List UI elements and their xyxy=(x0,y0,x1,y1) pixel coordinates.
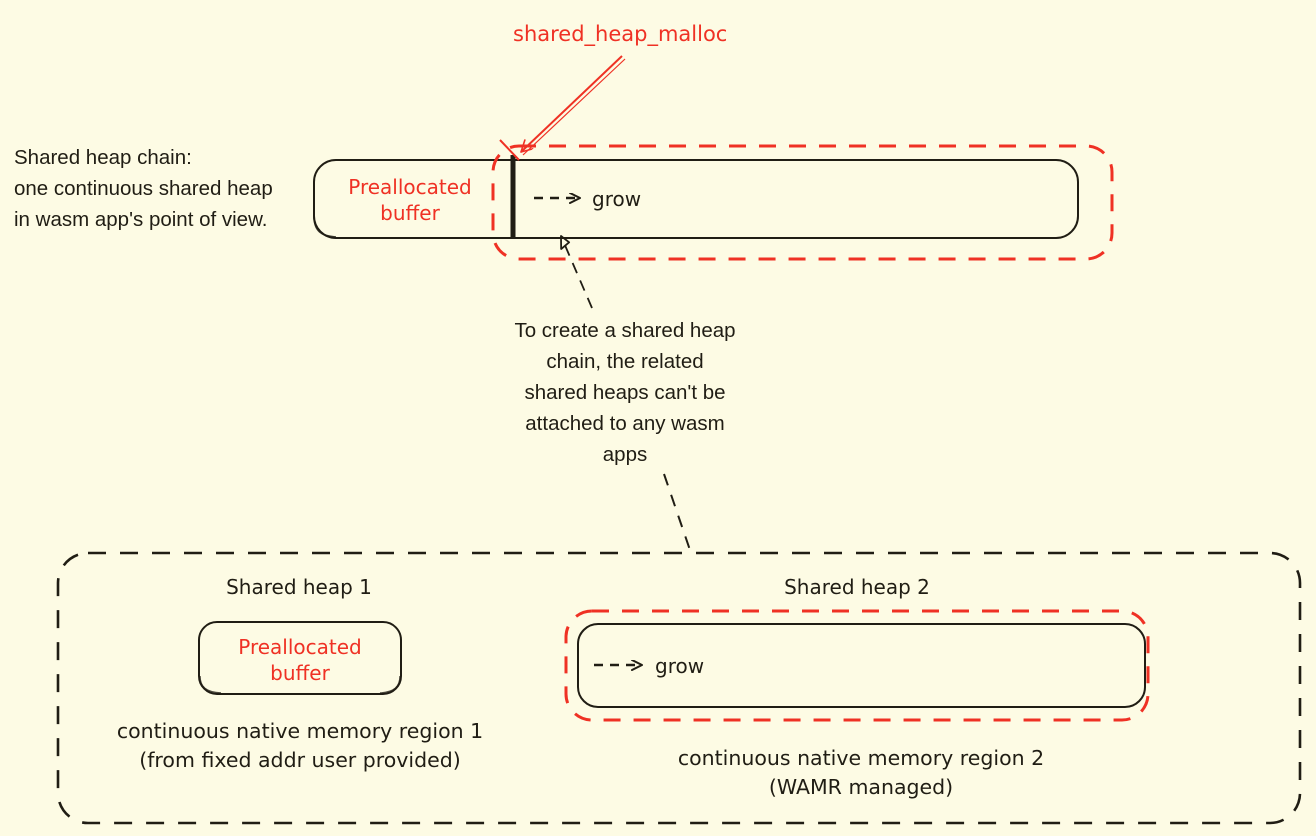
shared-heap-malloc-label: shared_heap_malloc xyxy=(513,22,728,46)
native-memory-region-2-caption: continuous native memory region 2 (WAMR … xyxy=(677,746,1045,799)
heap2-grow-label: grow xyxy=(655,654,705,678)
top-preallocated-buffer-label: Preallocated buffer xyxy=(348,175,472,225)
shared-heap-chain-caption: Shared heap chain: one continuous shared… xyxy=(14,146,273,231)
heap1-preallocated-buffer-label: Preallocated buffer xyxy=(238,635,362,685)
shared-heap-malloc-pointer xyxy=(499,55,626,161)
top-grow-label: grow xyxy=(592,187,642,211)
shared-heap-1-title: Shared heap 1 xyxy=(226,575,372,599)
heap2-red-dashed-region xyxy=(564,609,1150,722)
note-pointer-top xyxy=(560,235,593,309)
shared-heap-2-title: Shared heap 2 xyxy=(784,575,930,599)
note-leader-bottom xyxy=(663,473,693,557)
shared-heap-chain-note: To create a shared heap chain, the relat… xyxy=(514,319,736,466)
top-red-dashed-region xyxy=(491,144,1114,261)
native-memory-region-1-caption: continuous native memory region 1 (from … xyxy=(116,719,484,772)
